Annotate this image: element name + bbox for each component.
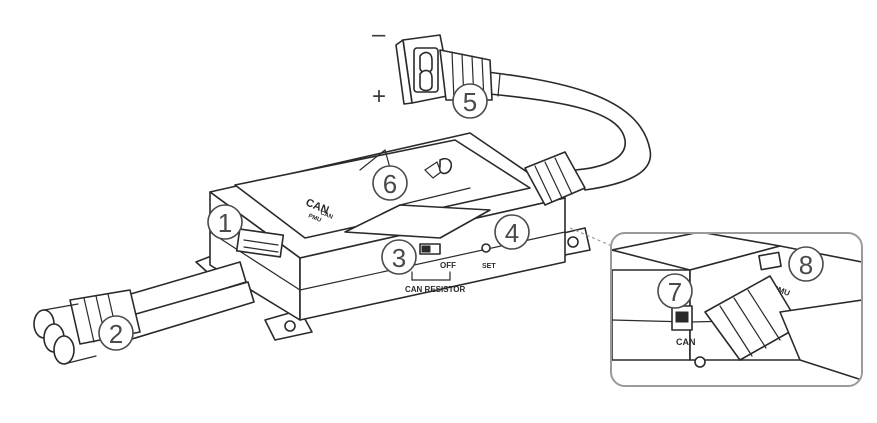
svg-text:4: 4 bbox=[505, 218, 519, 248]
can-resistor-caption: CAN RESISTOR bbox=[405, 285, 466, 294]
output-cables bbox=[33, 261, 255, 365]
set-label: SET bbox=[482, 263, 496, 270]
callout-4: 4 bbox=[494, 214, 530, 250]
plus-sign: + bbox=[372, 83, 386, 110]
detail-inset: CAN PMU bbox=[610, 232, 863, 387]
callout-5: 5 bbox=[452, 83, 488, 119]
svg-text:3: 3 bbox=[392, 243, 406, 273]
callout-2: 2 bbox=[98, 315, 134, 351]
svg-text:1: 1 bbox=[218, 208, 232, 238]
svg-text:5: 5 bbox=[463, 87, 477, 117]
callout-6: 6 bbox=[372, 165, 408, 201]
pmu-module: CAN PMU CAN ON OFF CAN RESISTOR SET bbox=[195, 132, 591, 341]
switch-off-label: OFF bbox=[440, 261, 456, 270]
svg-text:2: 2 bbox=[109, 319, 123, 349]
svg-text:7: 7 bbox=[668, 277, 682, 307]
svg-text:8: 8 bbox=[799, 250, 813, 280]
module-logo-sub-2: CAN bbox=[319, 210, 333, 220]
module-logo-sub-1: PMU bbox=[307, 213, 322, 224]
minus-sign: – bbox=[372, 21, 386, 48]
callout-8: 8 bbox=[788, 246, 824, 282]
callout-1: 1 bbox=[207, 204, 243, 240]
set-button[interactable] bbox=[481, 243, 491, 253]
callout-7: 7 bbox=[657, 273, 693, 309]
inset-can-label: CAN bbox=[676, 337, 696, 347]
callout-3: 3 bbox=[381, 239, 417, 275]
svg-text:6: 6 bbox=[383, 169, 397, 199]
